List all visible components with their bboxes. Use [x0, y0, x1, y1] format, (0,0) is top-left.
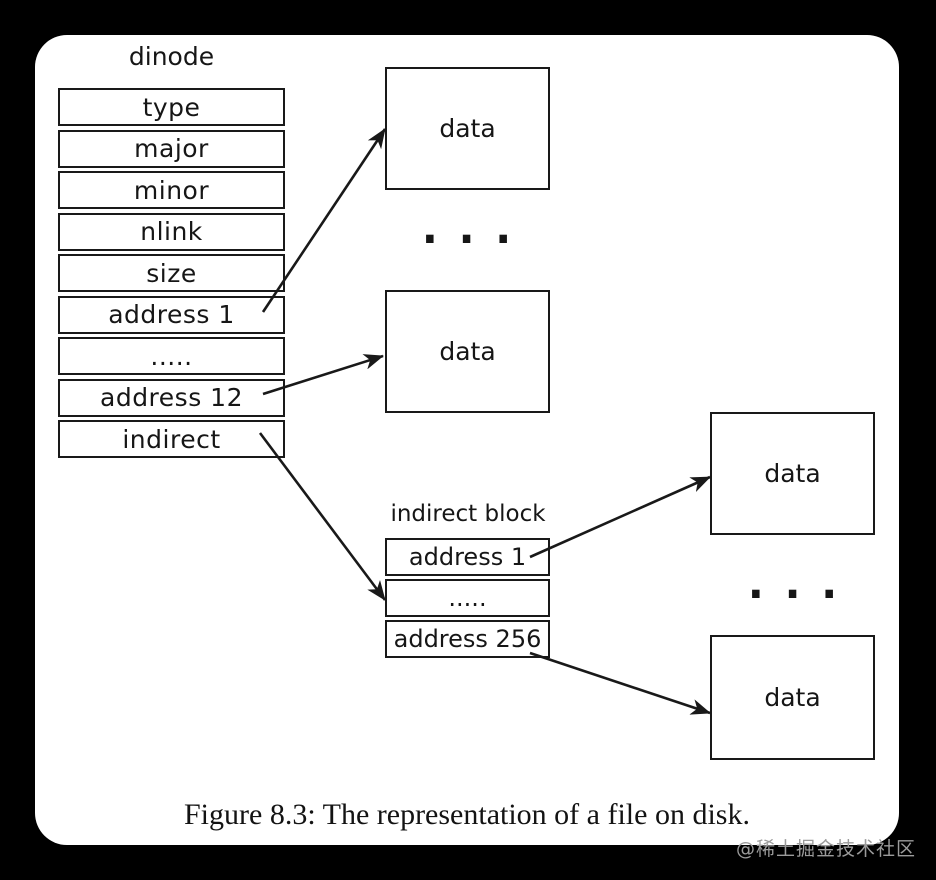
arrow-indirect-address256-to-data: [529, 651, 711, 715]
dinode-row-indirect: indirect: [58, 420, 285, 458]
watermark: @稀土掘金技术社区: [735, 838, 916, 860]
indirect-row-dots: .....: [385, 579, 550, 617]
data-box-top: data: [385, 67, 550, 190]
dinode-row-size: size: [58, 254, 285, 292]
dinode-row-address12: address 12: [58, 378, 285, 417]
dinode-row-dots: .....: [58, 337, 285, 375]
dinode-table: type major minor nlink size address 1 ..…: [58, 88, 285, 458]
dinode-row-minor: minor: [58, 171, 285, 209]
horizontal-ellipsis-icon: ...: [742, 555, 853, 609]
dinode-row-nlink: nlink: [58, 212, 285, 251]
indirect-row-address1: address 1: [385, 538, 550, 576]
indirect-block-title: indirect block: [390, 501, 546, 527]
indirect-row-address256: address 256: [385, 620, 550, 658]
data-box-right-top: data: [710, 412, 875, 535]
figure-caption: Figure 8.3: The representation of a file…: [184, 798, 750, 831]
dinode-title: dinode: [128, 42, 215, 71]
indirect-block-table: address 1 ..... address 256: [385, 538, 550, 658]
dinode-row-type: type: [58, 88, 285, 126]
dinode-row-major: major: [58, 129, 285, 168]
dinode-row-address1: address 1: [58, 295, 285, 334]
data-box-middle: data: [385, 290, 550, 413]
horizontal-ellipsis-icon: ...: [416, 200, 527, 254]
data-box-right-bottom: data: [710, 635, 875, 760]
arrow-indirect-address1-to-data: [529, 475, 711, 559]
arrow-indirect-to-indirect-block: [258, 432, 387, 601]
